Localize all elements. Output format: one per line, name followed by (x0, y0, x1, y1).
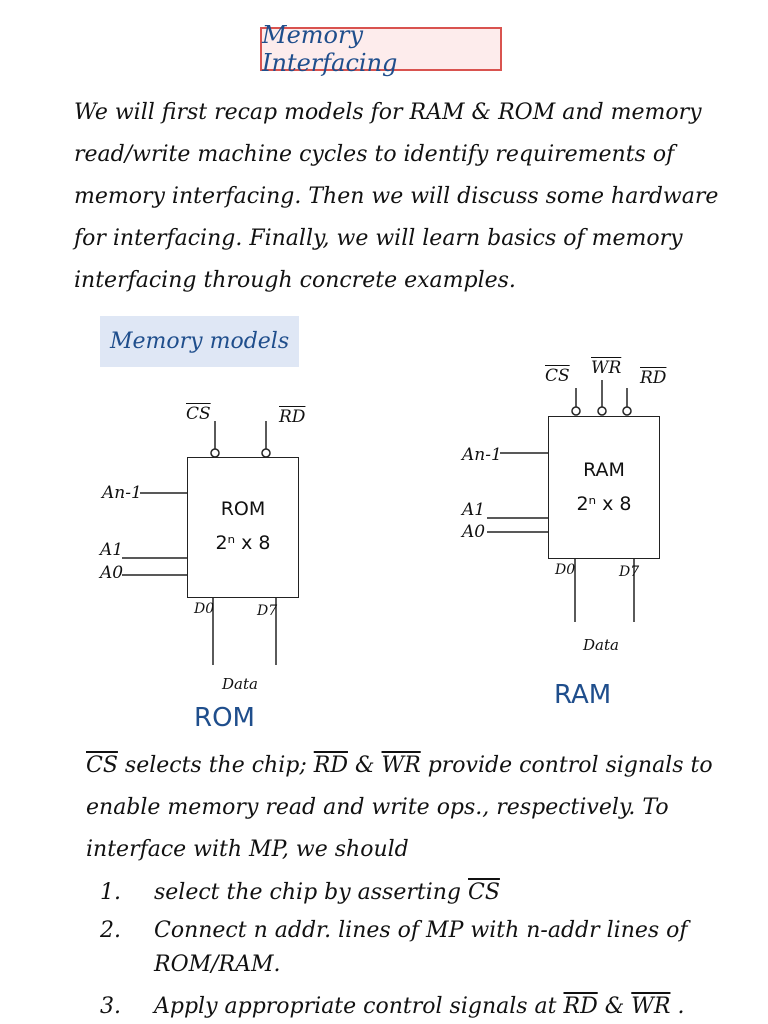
step-text: Apply appropriate control signals at RD … (154, 990, 684, 1024)
ram-caption: RAM (554, 680, 612, 710)
ram-chip-size: 2ⁿ x 8 (576, 493, 632, 515)
list-item: 2. Connect n addr. lines of MP with n-ad… (100, 914, 755, 982)
rom-cs-bubble (210, 448, 220, 458)
list-item: 3. Apply appropriate control signals at … (100, 990, 755, 1024)
rom-d0-label: D0 (194, 601, 215, 617)
explanation-rd: RD (313, 753, 348, 778)
ram-an1-label: An-1 (462, 445, 502, 465)
rom-cs-label: CS (186, 404, 211, 424)
rom-rd-bubble (261, 448, 271, 458)
rom-rd-label: RD (279, 407, 306, 427)
rom-a1-label: A1 (100, 540, 124, 560)
step-3-mid: & (597, 994, 632, 1019)
step-3-text: Apply appropriate control signals at (154, 994, 564, 1019)
ram-wr-label: WR (591, 358, 622, 378)
ram-wr-bubble (597, 406, 607, 416)
rom-a0-label: A0 (100, 563, 124, 583)
step-number: 3. (100, 994, 121, 1019)
rom-chip: ROM 2ⁿ x 8 (187, 457, 299, 598)
step-1-signal: CS (468, 880, 500, 905)
step-3-end: . (670, 994, 685, 1019)
rom-an1-label: An-1 (102, 483, 142, 503)
intro-paragraph: We will first recap models for RAM & ROM… (74, 100, 719, 293)
rom-data-label: Data (222, 675, 258, 693)
ram-d7-label: D7 (619, 564, 640, 580)
ram-cs-label: CS (545, 366, 570, 386)
steps-list: 1. select the chip by asserting CS 2. Co… (100, 876, 755, 1024)
step-1-text: select the chip by asserting (154, 880, 469, 905)
ram-chip: RAM 2ⁿ x 8 (548, 416, 660, 559)
step-3-signal-wr: WR (631, 994, 671, 1019)
ram-rd-label: RD (640, 368, 667, 388)
explanation-text-a: selects the chip; (117, 753, 314, 778)
title-box: Memory Interfacing (260, 21, 502, 77)
explanation-text-c: provide control signals to enable memory… (86, 753, 713, 862)
section-heading-box: Memory models (100, 316, 299, 367)
step-number: 1. (100, 880, 121, 905)
explanation-wr: WR (381, 753, 421, 778)
ram-data-label: Data (583, 636, 619, 654)
step-text: select the chip by asserting CS (154, 876, 500, 910)
explanation-cs: CS (86, 753, 118, 778)
ram-cs-bubble (571, 406, 581, 416)
rom-chip-size: 2ⁿ x 8 (215, 532, 271, 554)
step-2-text: Connect n addr. lines of MP with n-addr … (154, 918, 688, 977)
rom-caption: ROM (194, 703, 255, 733)
step-3-signal-rd: RD (563, 994, 598, 1019)
ram-d0-label: D0 (555, 562, 576, 578)
page-title: Memory Interfacing (262, 21, 398, 77)
explanation-paragraph: CS selects the chip; RD & WR provide con… (86, 745, 746, 871)
ram-chip-name: RAM (583, 459, 625, 481)
rom-d7-label: D7 (257, 603, 278, 619)
rom-chip-name: ROM (220, 498, 266, 520)
list-item: 1. select the chip by asserting CS (100, 876, 755, 910)
step-number: 2. (100, 918, 121, 943)
section-heading: Memory models (110, 329, 290, 354)
ram-rd-bubble (622, 406, 632, 416)
explanation-text-b: & (347, 753, 382, 778)
ram-a0-label: A0 (462, 522, 486, 542)
ram-a1-label: A1 (462, 500, 486, 520)
